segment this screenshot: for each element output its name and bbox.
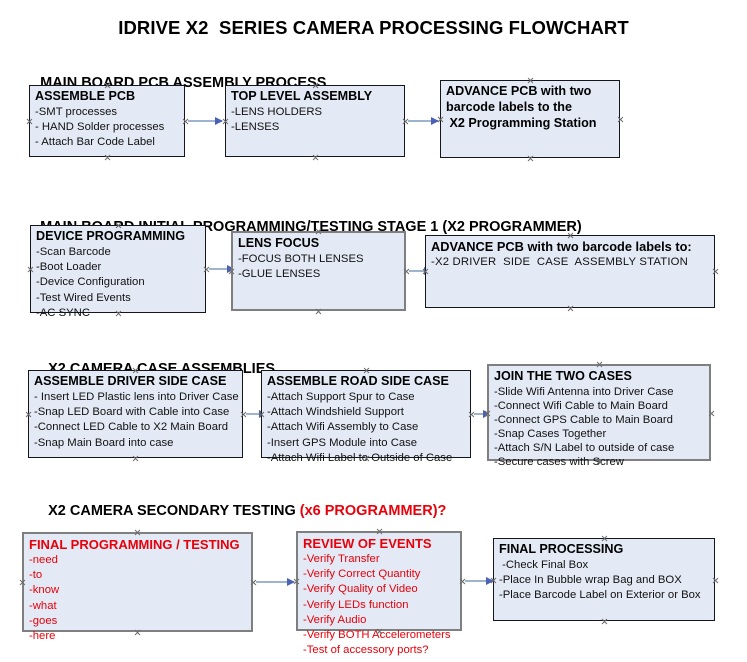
box-line: -Attach S/N Label to outside of case — [494, 442, 675, 454]
box-line: -Verify Audio — [303, 613, 367, 626]
connector-arrow — [408, 116, 439, 125]
box-review-of-events[interactable]: REVIEW OF EVENTS -Verify Transfer -Verif… — [296, 531, 462, 656]
box-line: -Verify Quality of Video — [303, 583, 418, 596]
box-title: ASSEMBLE PCB — [35, 89, 136, 103]
box-title: ADVANCE PCB with two barcode labels to: — [431, 239, 692, 254]
box-line: -Test Wired Events — [36, 291, 131, 304]
box-line: -GLUE LENSES — [238, 268, 321, 281]
box-line: -Place In Bubble wrap Bag and BOX — [499, 574, 682, 587]
box-line: -SMT processes — [35, 106, 118, 118]
box-line: - HAND Solder processes — [35, 121, 165, 134]
box-line: -LENSES — [231, 121, 280, 134]
box-line: -Connect LED Cable to X2 Main Board — [34, 421, 229, 434]
box-line: -Attach Windshield Support — [267, 406, 404, 419]
box-title: ASSEMBLE ROAD SIDE CASE — [267, 374, 449, 388]
box-line: -Scan Barcode — [36, 246, 111, 258]
box-advance-pcb-barcode[interactable]: ADVANCE PCB with two barcode labels to: … — [425, 235, 715, 308]
box-line: -X2 DRIVER SIDE CASE ASSEMBLY STATION — [431, 256, 689, 268]
box-line: -Place Barcode Label on Exterior or Box — [499, 589, 701, 602]
box-line: -Device Configuration — [36, 276, 145, 289]
box-line: -Snap Cases Together — [494, 428, 607, 440]
box-line: -know — [29, 584, 60, 597]
box-line: -Snap Main Board into case — [34, 436, 174, 449]
box-final-programming-testing[interactable]: FINAL PROGRAMMING / TESTING -need -to -k… — [22, 532, 253, 642]
box-line: -Secure cases with Screw — [494, 456, 624, 468]
box-line: -to — [29, 569, 43, 582]
box-lens-focus[interactable]: LENS FOCUS -FOCUS BOTH LENSES -GLUE LENS… — [231, 231, 406, 311]
box-assemble-road-side-case[interactable]: ASSEMBLE ROAD SIDE CASE -Attach Support … — [261, 370, 471, 464]
box-line: -Insert GPS Module into Case — [267, 436, 418, 449]
section-heading-4-text: X2 CAMERA SECONDARY TESTING — [48, 503, 300, 519]
box-line: -LENS HOLDERS — [231, 106, 323, 118]
box-line-overflow: -Test of accessory ports? — [303, 644, 429, 657]
box-line: -Connect Wifi Cable to Main Board — [494, 400, 668, 412]
box-line: -Verify Transfer — [303, 553, 380, 565]
box-title: JOIN THE TWO CASES — [494, 369, 632, 383]
box-line: -goes — [29, 614, 58, 627]
box-line: -Snap LED Board with Cable into Case — [34, 406, 230, 419]
connector-arrow — [465, 576, 494, 585]
box-advance-pcb-station[interactable]: ADVANCE PCB with two barcode labels to t… — [440, 80, 620, 158]
box-title: TOP LEVEL ASSEMBLY — [231, 89, 373, 103]
box-line: -Check Final Box — [499, 559, 589, 571]
box-device-programming[interactable]: DEVICE PROGRAMMING -Scan Barcode -Boot L… — [30, 225, 206, 319]
box-assemble-pcb[interactable]: ASSEMBLE PCB -SMT processes - HAND Solde… — [29, 85, 185, 157]
box-line: -here — [29, 630, 56, 643]
box-line: -FOCUS BOTH LENSES — [238, 253, 364, 265]
box-line: -Boot Loader — [36, 261, 102, 274]
box-line: -Verify LEDs function — [303, 598, 409, 611]
connector-arrow — [256, 577, 295, 586]
box-line: -Connect GPS Cable to Main Board — [494, 414, 673, 426]
box-title: DEVICE PROGRAMMING — [36, 229, 186, 243]
box-title: REVIEW OF EVENTS — [303, 536, 432, 551]
connector-arrow — [188, 116, 223, 125]
box-line: -need — [29, 554, 58, 566]
section-heading-4: X2 CAMERA SECONDARY TESTING (x6 PROGRAMM… — [32, 487, 446, 535]
box-title: FINAL PROCESSING — [499, 542, 624, 556]
box-line: -Attach Wifi Label to Outside of Case — [267, 451, 453, 464]
box-title: ADVANCE PCB with two — [446, 84, 592, 98]
box-line: - Insert LED Plastic lens into Driver Ca… — [34, 391, 239, 403]
box-title-line2: barcode labels to the — [446, 100, 572, 114]
box-title-line3: X2 Programming Station — [446, 116, 597, 130]
box-join-two-cases[interactable]: JOIN THE TWO CASES -Slide Wifi Antenna i… — [487, 364, 711, 468]
box-title: LENS FOCUS — [238, 236, 320, 250]
box-line: -Attach Wifi Assembly to Case — [267, 421, 419, 434]
box-final-processing[interactable]: FINAL PROCESSING -Check Final Box -Place… — [493, 538, 715, 621]
box-title: ASSEMBLE DRIVER SIDE CASE — [34, 374, 227, 388]
box-line: -Attach Support Spur to Case — [267, 391, 415, 403]
box-line: -Slide Wifi Antenna into Driver Case — [494, 386, 674, 398]
box-assemble-driver-side-case[interactable]: ASSEMBLE DRIVER SIDE CASE - Insert LED P… — [28, 370, 243, 458]
box-line: - Attach Bar Code Label — [35, 136, 155, 149]
box-title: FINAL PROGRAMMING / TESTING — [29, 537, 240, 552]
section-heading-4-accent: (x6 PROGRAMMER)? — [299, 503, 447, 519]
box-line: -what — [29, 599, 57, 612]
box-line: -Verify BOTH Accelerometers — [303, 629, 451, 642]
box-line: -Verify Correct Quantity — [303, 568, 421, 581]
box-top-level-assembly[interactable]: TOP LEVEL ASSEMBLY -LENS HOLDERS -LENSES — [225, 85, 405, 157]
page-title: IDRIVE X2 SERIES CAMERA PROCESSING FLOWC… — [118, 17, 629, 38]
box-line: -AC SYNC — [36, 306, 90, 319]
